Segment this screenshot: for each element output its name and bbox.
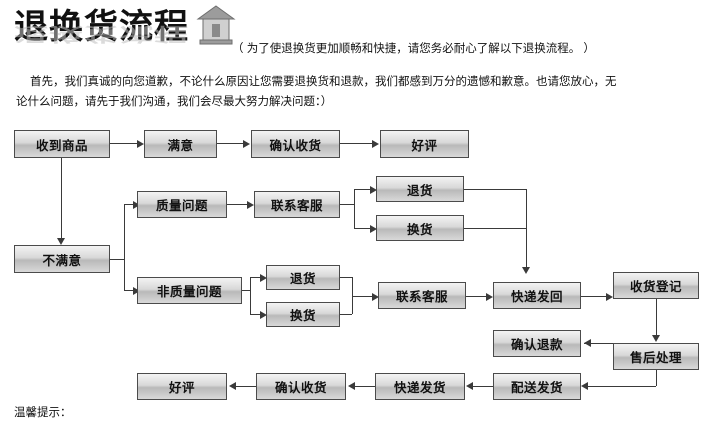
page-title: 退换货流程	[14, 8, 189, 46]
arrow-nonquality-return	[260, 274, 267, 282]
edge-nonquality-split	[242, 290, 250, 291]
edge-branch-nonquality	[124, 290, 135, 291]
edge-express-confirm2	[352, 386, 375, 387]
edge-exchange2-merge	[340, 314, 352, 315]
edge-service-exchange	[354, 228, 372, 229]
node-exchange-1: 换货	[376, 215, 464, 241]
node-receipt-register: 收货登记	[613, 272, 699, 299]
arrow-merge-service2	[372, 293, 379, 301]
node-aftersale-process: 售后处理	[613, 343, 699, 370]
node-praise-1: 好评	[380, 130, 469, 158]
arrow-service-return	[370, 186, 377, 194]
intro-line-2: 论什么问题，请先于我们沟通，我们会尽最大努力解决问题：）	[16, 96, 333, 108]
arrow-nonquality-exchange	[260, 311, 267, 319]
node-unsatisfied: 不满意	[14, 245, 110, 273]
edge-unsatisfied-branch	[110, 259, 124, 260]
arrow-express-confirm2	[348, 382, 355, 390]
edge-satisfied-confirm	[217, 143, 245, 144]
arrow-received-unsatisfied	[57, 238, 65, 245]
edge-aftersale-refund	[584, 343, 613, 344]
edge-unsatisfied-branch-vertical	[124, 204, 125, 290]
edge-exchange1-sendback	[464, 228, 526, 229]
intro-paragraph: 首先，我们真诚的向您道歉，不论什么原因让您需要退换货和退款，我们都感到万分的遗憾…	[16, 72, 685, 112]
edge-merge-vertical	[352, 277, 353, 314]
edge-sendback-register	[581, 296, 608, 297]
footer-tip: 温馨提示：	[14, 407, 72, 419]
edge-service-return	[354, 189, 372, 190]
edge-received-satisfied	[110, 143, 139, 144]
arrow-satisfied-confirm	[243, 140, 250, 148]
arrow-branch-quality	[133, 201, 140, 209]
edge-aftersale-deliver	[584, 386, 656, 387]
arrow-collector-sendback	[522, 267, 530, 274]
arrow-register-aftersale	[652, 335, 660, 342]
node-confirm-receipt-2: 确认收货	[256, 373, 346, 400]
arrow-aftersale-deliver	[581, 382, 588, 390]
edge-right-collector	[526, 189, 527, 269]
node-confirm-refund: 确认退款	[493, 330, 581, 357]
node-satisfied: 满意	[144, 130, 217, 158]
arrow-deliver-express	[466, 382, 473, 390]
edge-aftersale-deliver-vertical	[656, 370, 657, 386]
edge-nonquality-split-vertical	[250, 277, 251, 314]
node-exchange-2: 换货	[266, 302, 340, 327]
edge-deliver-express	[470, 386, 493, 387]
node-return-1: 退货	[376, 176, 464, 202]
node-nonquality-issue: 非质量问题	[137, 277, 242, 304]
node-received: 收到商品	[14, 130, 110, 158]
edge-nonquality-return	[250, 277, 262, 278]
node-delivery-shipping: 配送发货	[493, 373, 581, 400]
node-contact-service-2: 联系客服	[378, 282, 466, 309]
edge-confirm-praise	[340, 143, 374, 144]
node-quality-issue: 质量问题	[137, 191, 227, 218]
arrow-service-exchange	[370, 225, 377, 233]
arrow-received-satisfied	[137, 140, 144, 148]
arrow-branch-nonquality	[133, 287, 140, 295]
edge-service-split-vertical	[354, 189, 355, 229]
intro-line-1: 首先，我们真诚的向您道歉，不论什么原因让您需要退换货和退款，我们都感到万分的遗憾…	[30, 76, 617, 88]
edge-confirm2-praise2	[232, 386, 256, 387]
edge-return1-sendback	[464, 189, 526, 190]
page-subtitle: （ 为了使退换货更加顺畅和快捷，请您务必耐心了解以下退换流程。 ）	[232, 43, 595, 55]
edge-merge-service2	[352, 296, 374, 297]
arrow-service2-sendback	[486, 293, 493, 301]
edge-quality-service	[227, 204, 249, 205]
node-contact-service-1: 联系客服	[254, 191, 340, 218]
edge-received-unsatisfied	[61, 158, 62, 240]
edge-nonquality-exchange	[250, 314, 262, 315]
page-title-block: 退换货流程 退换货流程	[14, 8, 244, 54]
arrow-confirm2-praise2	[229, 382, 236, 390]
edge-branch-quality	[124, 204, 135, 205]
house-icon	[196, 5, 236, 45]
arrow-quality-service	[247, 201, 254, 209]
edge-service-split	[340, 204, 354, 205]
edge-register-aftersale	[656, 299, 657, 337]
node-praise-2: 好评	[137, 373, 227, 400]
page-title-reflection: 退换货流程	[14, 23, 189, 44]
node-confirm-receipt-1: 确认收货	[251, 130, 340, 158]
node-return-2: 退货	[266, 265, 340, 290]
arrow-aftersale-refund	[584, 339, 591, 347]
edge-service2-sendback	[466, 296, 488, 297]
node-express-shipping: 快递发货	[375, 373, 465, 400]
arrow-sendback-register	[606, 293, 613, 301]
node-express-sendback: 快递发回	[493, 282, 581, 309]
arrow-confirm-praise	[372, 140, 379, 148]
edge-return2-merge	[340, 277, 352, 278]
